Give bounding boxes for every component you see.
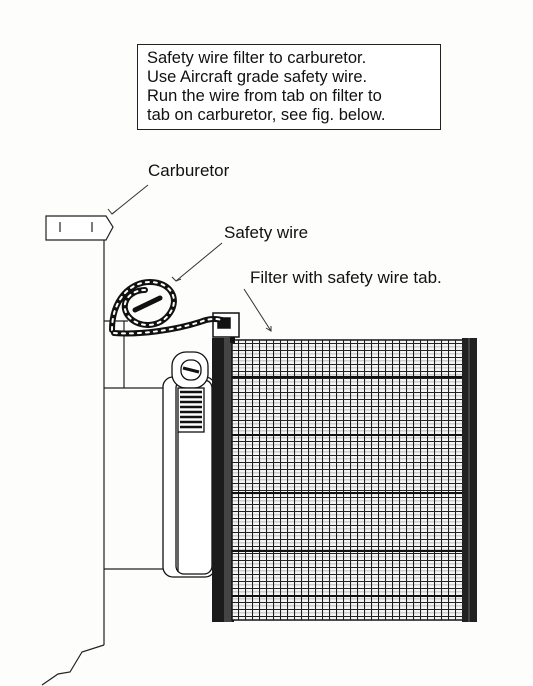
filter-label: Filter with safety wire tab. [250,268,442,287]
note-line-1: Safety wire filter to carburetor. [147,49,367,67]
leader-lines [107,184,272,332]
safety-wire-label: Safety wire [224,223,309,242]
instruction-note: Safety wire filter to carburetor. Use Ai… [137,44,441,130]
carburetor-body [41,215,165,686]
note-line-3: Run the wire from tab on filter to [147,87,382,105]
safety-wire [109,278,225,337]
note-line-4: tab on carburetor, see fig. below. [147,106,386,124]
air-filter [212,331,477,622]
note-line-2: Use Aircraft grade safety wire. [147,68,368,86]
hose-clamp [162,351,216,578]
carburetor-label: Carburetor [148,161,230,180]
